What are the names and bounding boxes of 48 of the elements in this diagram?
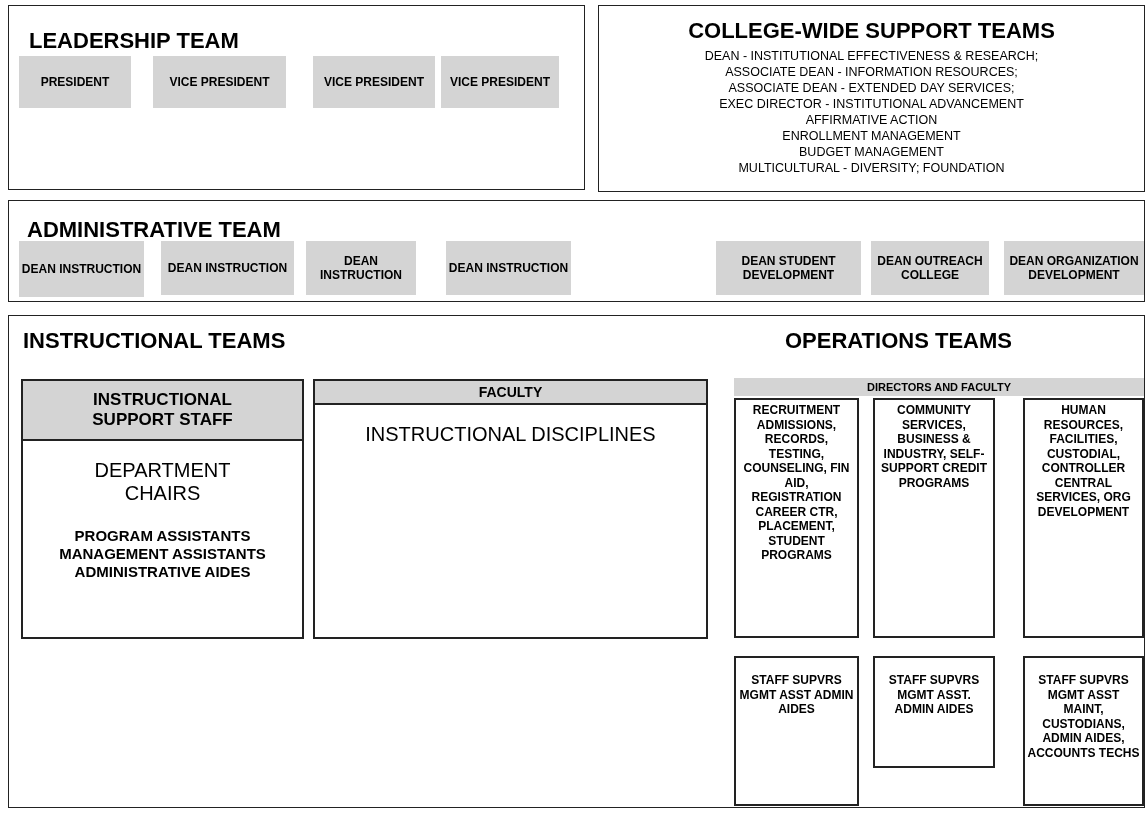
team-name: MULTICULTURAL - DIVERSITY; FOUNDATION bbox=[737, 160, 1006, 176]
team-box bbox=[1023, 656, 1144, 806]
team-box bbox=[873, 398, 995, 638]
panel-title: INSTRUCTIONAL TEAMS bbox=[23, 328, 286, 354]
role-box: DEAN INSTRUCTION bbox=[306, 241, 416, 295]
team-list: HUMAN RESOURCES, FACILITIES, CUSTODIAL, CONTROLLER CENTRAL SERVICES, ORG DEVELOPMENT bbox=[1025, 400, 1142, 522]
role-box: DIRECTORS AND FACULTY bbox=[734, 378, 1144, 396]
section-heading: FACULTY bbox=[315, 381, 706, 405]
role-box: VICE PRESIDENT bbox=[441, 56, 559, 108]
team-box bbox=[313, 379, 708, 639]
role-box: DEAN OUTREACH COLLEGE bbox=[871, 241, 989, 295]
team-list: STAFF SUPVRS MGMT ASST MAINT, CUSTODIANS, ADMIN AIDES, ACCOUNTS TECHS bbox=[1025, 670, 1142, 763]
team-name: ASSOCIATE DEAN - INFORMATION RESOURCES; bbox=[724, 64, 1019, 80]
panel-title: COLLEGE-WIDE SUPPORT TEAMS bbox=[687, 18, 1056, 44]
role-box: VICE PRESIDENT bbox=[153, 56, 286, 108]
team-list: RECRUITMENT ADMISSIONS, RECORDS, TESTING, COUNSELING, FIN AID, REGISTRATION CAREER CTR, PLACEMENT, STUDENT PROGRAMS bbox=[736, 400, 857, 566]
team-box bbox=[734, 656, 859, 806]
role-box: DEAN INSTRUCTION bbox=[446, 241, 571, 295]
team-name: AFFIRMATIVE ACTION bbox=[804, 112, 939, 128]
team-box bbox=[873, 656, 995, 768]
team-box bbox=[734, 398, 859, 638]
team-panel bbox=[8, 200, 1145, 302]
team-panel bbox=[8, 315, 1145, 808]
team-panel bbox=[8, 5, 585, 190]
panel-title: OPERATIONS TEAMS bbox=[785, 328, 1012, 354]
team-box bbox=[21, 379, 304, 639]
panel-title: ADMINISTRATIVE TEAM bbox=[27, 217, 281, 243]
section-heading: INSTRUCTIONAL SUPPORT STAFF bbox=[23, 381, 302, 441]
role-box: DEAN INSTRUCTION bbox=[19, 241, 144, 297]
team-list: STAFF SUPVRS MGMT ASST. ADMIN AIDES bbox=[875, 670, 993, 720]
team-name: BUDGET MANAGEMENT bbox=[798, 144, 945, 160]
role-box: PRESIDENT bbox=[19, 56, 131, 108]
team-box bbox=[1023, 398, 1144, 638]
team-name: DEPARTMENT CHAIRS bbox=[93, 459, 232, 505]
role-box: DEAN ORGANIZATION DEVELOPMENT bbox=[1004, 241, 1144, 295]
role-box: DEAN STUDENT DEVELOPMENT bbox=[716, 241, 861, 295]
team-list: COMMUNITY SERVICES, BUSINESS & INDUSTRY, SELF-SUPPORT CREDIT PROGRAMS bbox=[875, 400, 993, 493]
team-name: PROGRAM ASSISTANTS MANAGEMENT ASSISTANTS ADMINISTRATIVE AIDES bbox=[58, 527, 267, 581]
team-list: STAFF SUPVRS MGMT ASST ADMIN AIDES bbox=[736, 670, 857, 720]
team-panel bbox=[598, 5, 1145, 192]
team-name: ENROLLMENT MANAGEMENT bbox=[781, 128, 962, 144]
team-name: ASSOCIATE DEAN - EXTENDED DAY SERVICES; bbox=[727, 80, 1016, 96]
role-box: VICE PRESIDENT bbox=[313, 56, 435, 108]
panel-title: LEADERSHIP TEAM bbox=[29, 28, 239, 54]
team-name: DEAN - INSTITUTIONAL EFFECTIVENESS & RESEARCH; bbox=[703, 48, 1040, 64]
role-box: DEAN INSTRUCTION bbox=[161, 241, 294, 295]
team-name: EXEC DIRECTOR - INSTITUTIONAL ADVANCEMENT bbox=[718, 96, 1025, 112]
team-name: INSTRUCTIONAL DISCIPLINES bbox=[365, 423, 656, 446]
